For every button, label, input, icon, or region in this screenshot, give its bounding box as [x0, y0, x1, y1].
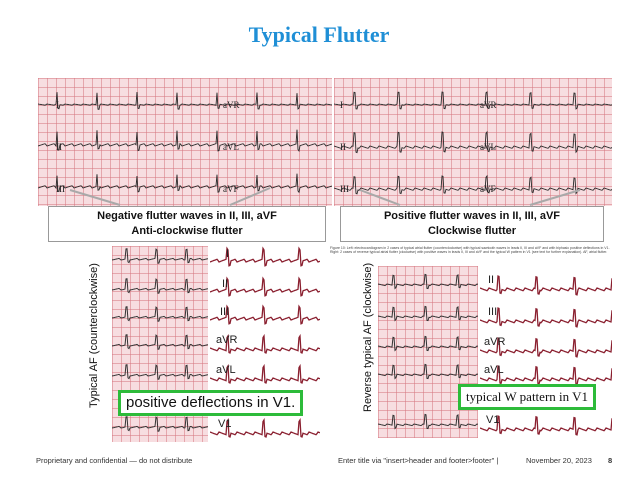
lead-label: I: [340, 100, 343, 110]
lead-label: V1: [218, 418, 232, 430]
lead-label: II: [488, 274, 495, 286]
bottom-right-lead-traces: II III aVR aVL V1: [480, 266, 612, 438]
lead-trace: [210, 363, 320, 384]
lead-label: aVR: [484, 336, 506, 348]
bottom-right-ecg-trace: [378, 273, 478, 430]
ecg-row: [112, 248, 208, 264]
lead-label: aVL: [480, 142, 496, 152]
lead-label: aVR: [223, 100, 240, 110]
bottom-right-maroon-trace: [480, 275, 612, 436]
lead-trace: [480, 307, 612, 328]
ecg-row-3: [38, 173, 332, 194]
lead-label: aVR: [480, 100, 497, 110]
right-axis-label: Reverse typical AF (clockwise): [362, 262, 374, 412]
bottom-right-ecg-strip: [378, 266, 478, 438]
ecg-row-3: [334, 174, 612, 195]
slide-title: Typical Flutter: [248, 22, 390, 47]
lead-trace: [480, 275, 612, 296]
lead-label: III: [220, 306, 230, 318]
bottom-left-lead-traces: I II III aVR aVL V1: [210, 246, 320, 442]
right-callout-box: Positive flutter waves in II, III, aVF C…: [340, 206, 604, 242]
lead-trace: [210, 304, 320, 325]
lead-trace: [480, 337, 612, 358]
left-callout-line-1: Negative flutter waves in II, III, aVF: [97, 210, 277, 222]
ecg-row: [378, 335, 478, 352]
footer-confidential: Proprietary and confidential — do not di…: [36, 456, 193, 465]
ecg-row: [378, 305, 478, 322]
lead-label: III: [340, 184, 349, 194]
ecg-row: [112, 364, 208, 380]
top-right-ecg-trace: [334, 91, 612, 195]
right-callout-line-1: Positive flutter waves in II, III, aVF: [383, 210, 561, 222]
top-left-ecg-panel: I aVR II aVL III aVF: [38, 78, 332, 206]
right-highlight-box: typical W pattern in V1: [458, 384, 597, 410]
left-highlight-box: positive deflections in V1.: [118, 390, 304, 416]
left-callout-box: Negative flutter waves in II, III, aVF A…: [48, 206, 326, 242]
lead-trace: [210, 333, 320, 354]
lead-label: aVL: [223, 142, 239, 152]
ecg-row-1: [334, 91, 612, 110]
lead-label: aVF: [223, 184, 239, 194]
ecg-row-2: [38, 129, 332, 152]
lead-label: aVF: [480, 184, 496, 194]
lead-label: aVL: [216, 364, 236, 376]
lead-label: I: [226, 248, 230, 260]
bottom-left-ecg-trace: [112, 248, 208, 432]
lead-label: aVR: [216, 334, 238, 346]
lead-trace: [480, 415, 612, 436]
lead-trace: [210, 417, 320, 438]
ecg-row-1: [38, 91, 332, 110]
lead-label: I: [56, 100, 59, 110]
lead-label: V1: [486, 414, 500, 426]
figure-caption: Figure 10: Left: electrocardiogram in 2 …: [330, 246, 610, 255]
left-axis-label: Typical AF (counterclockwise): [88, 263, 100, 408]
lead-label: III: [56, 184, 65, 194]
lead-trace: [210, 246, 320, 267]
ecg-row: [378, 363, 478, 380]
ecg-row: [112, 334, 208, 350]
lead-label: II: [56, 142, 62, 152]
ecg-row: [112, 278, 208, 294]
footer-title-placeholder: Enter title via "insert>header and foote…: [338, 456, 499, 465]
footer-page-number: 8: [608, 456, 613, 465]
top-right-ecg-panel: I aVR II aVL III aVF: [334, 78, 612, 206]
top-left-ecg-trace: [38, 91, 332, 194]
lead-label: III: [488, 306, 498, 318]
ecg-row: [112, 306, 208, 322]
footer-date: November 20, 2023: [526, 456, 592, 465]
ecg-row-2: [334, 130, 612, 154]
lead-label: II: [222, 278, 229, 290]
lead-label: aVL: [484, 364, 504, 376]
ecg-row: [378, 413, 478, 430]
left-callout-line-2: Anti-clockwise flutter: [131, 225, 243, 237]
lead-trace: [210, 276, 320, 297]
right-callout-line-2: Clockwise flutter: [427, 225, 517, 237]
bottom-left-maroon-trace: [210, 246, 320, 438]
lead-trace: [480, 365, 612, 386]
ecg-row: [112, 416, 208, 432]
ecg-row: [378, 273, 478, 290]
lead-label: II: [340, 142, 346, 152]
